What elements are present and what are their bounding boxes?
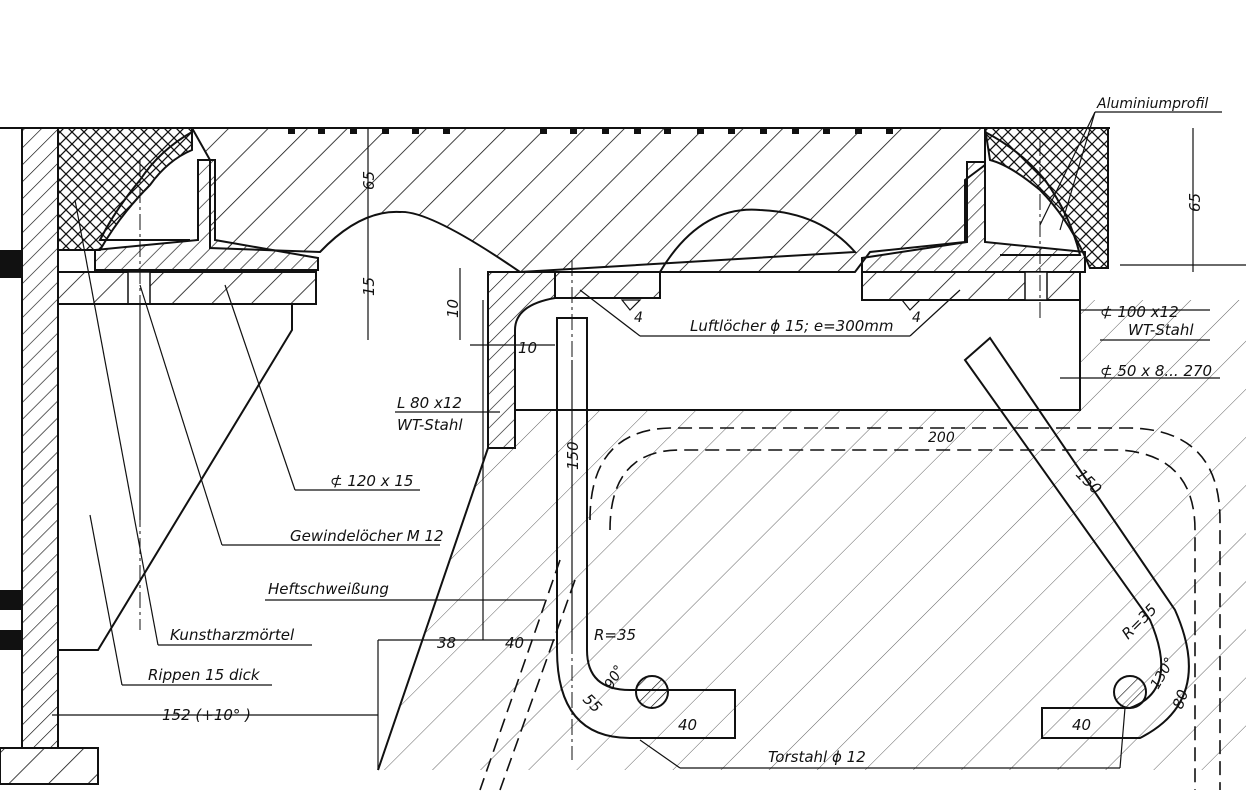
label-plate-120x15: ⊄ 120 x 15	[330, 472, 413, 490]
label-wt-stahl-left: WT-Stahl	[397, 416, 463, 434]
label-plate-50x8: ⊄ 50 x 8... 270	[1100, 362, 1212, 380]
plate-middle	[554, 271, 661, 299]
dim-10-vertical: 10	[444, 299, 462, 318]
leader-lines	[74, 111, 1222, 769]
label-torstahl: Torstahl ϕ 12	[768, 748, 866, 766]
radius-35-left: R=35	[594, 626, 636, 644]
bar-section-right	[1113, 675, 1147, 709]
dim-65-right: 65	[1186, 193, 1204, 212]
label-kunstharzmoertel: Kunstharzmörtel	[170, 626, 295, 644]
dim-40-c: 40	[1072, 716, 1091, 734]
dim-152: 152 (+10° )	[162, 706, 251, 724]
anchor-bar-left	[556, 317, 736, 739]
dim-65-left: 65	[360, 171, 378, 190]
angle-l80	[487, 271, 556, 449]
right-t-profile	[861, 161, 1086, 273]
anchor-bar-right	[963, 336, 1190, 739]
left-t-profile	[94, 159, 319, 271]
dim-15: 15	[360, 277, 378, 296]
surface-slots	[288, 128, 893, 134]
dimension-lines	[52, 128, 1246, 770]
weld-size-4-a: 4	[634, 310, 643, 326]
label-rippen: Rippen 15 dick	[148, 666, 261, 684]
foot-plate	[0, 747, 99, 785]
weld-size-4-b: 4	[912, 310, 921, 326]
dim-200: 200	[928, 430, 955, 446]
dim-38: 38	[437, 634, 456, 652]
dim-150-vertical: 150	[564, 441, 582, 470]
label-wt-stahl-right: WT-Stahl	[1128, 321, 1194, 339]
bar-section-left	[635, 675, 669, 709]
dim-10-horizontal: 10	[518, 339, 537, 357]
left-wall	[21, 127, 59, 749]
label-angle-l80x12: L 80 x12	[397, 394, 462, 412]
right-resin-mortar	[983, 127, 1109, 269]
dim-40-a: 40	[505, 634, 524, 652]
dim-40-b: 40	[678, 716, 697, 734]
cover-plate	[190, 127, 986, 274]
label-plate-100x12: ⊄ 100 x12	[1100, 303, 1179, 321]
label-luftloecher: Luftlöcher ϕ 15; e=300mm	[690, 317, 894, 335]
dim-80: 80	[1169, 687, 1192, 711]
label-aluminiumprofil: Aluminiumprofil	[1096, 96, 1208, 112]
label-heftschweissung: Heftschweißung	[268, 580, 389, 598]
base-plate-left	[57, 271, 317, 305]
label-gewindeloecher: Gewindelöcher M 12	[290, 527, 444, 545]
